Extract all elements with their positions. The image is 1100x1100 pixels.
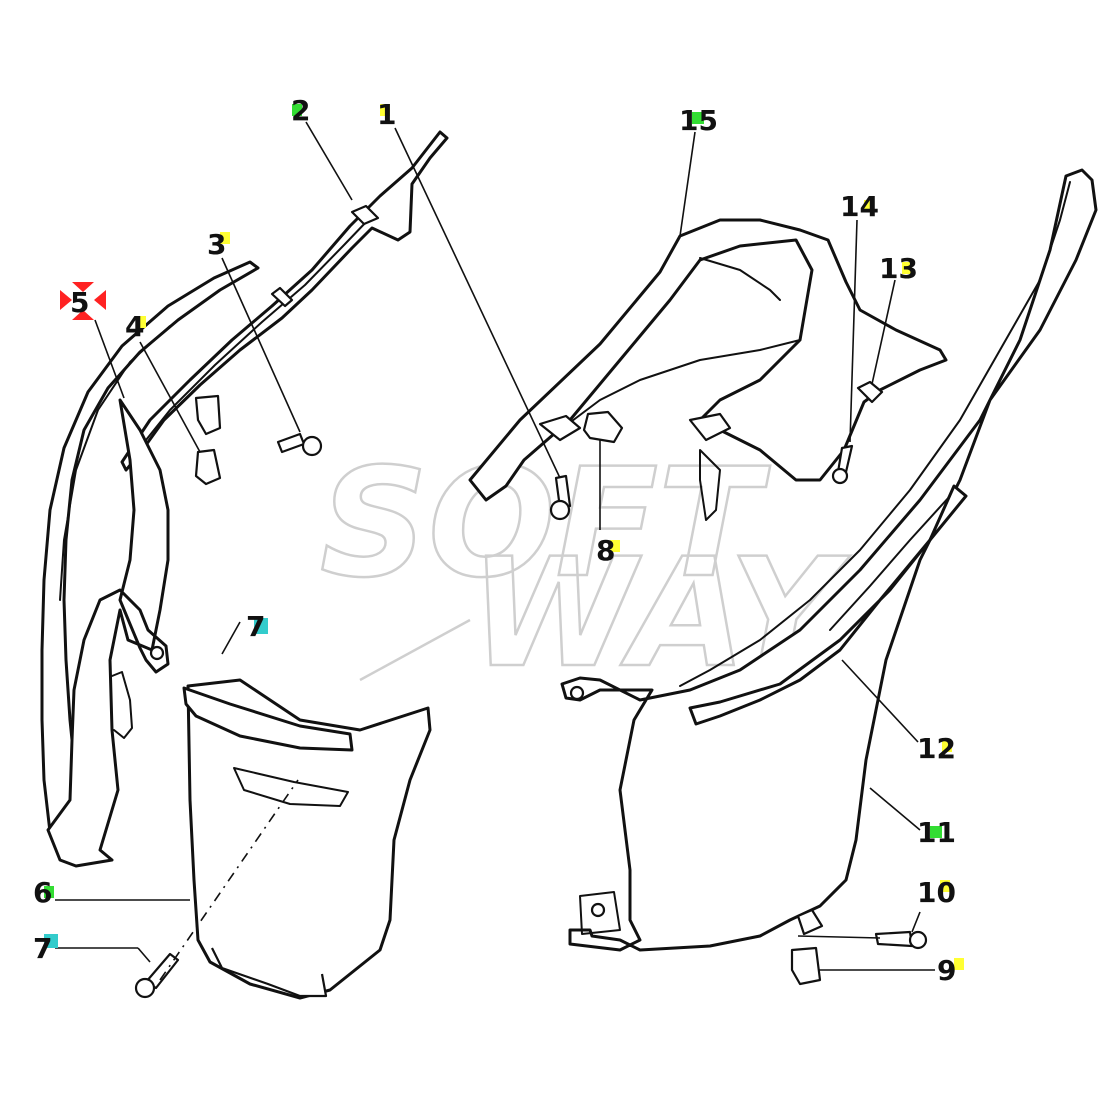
callout-8-label: 8 bbox=[596, 534, 615, 567]
callout-1-label: 1 bbox=[377, 98, 396, 131]
callout-10: 10 bbox=[917, 876, 956, 909]
callout-4-label: 4 bbox=[125, 310, 144, 343]
callout-15: 15 bbox=[679, 104, 718, 137]
part-left-screw bbox=[276, 432, 323, 457]
leader-4 bbox=[139, 341, 201, 453]
callout-6-marker bbox=[44, 886, 54, 898]
callout-9: 9 bbox=[937, 954, 964, 987]
leader-2 bbox=[305, 121, 353, 201]
leader-10-axis bbox=[797, 935, 881, 939]
callout-14: 14 bbox=[840, 190, 879, 223]
leader-13 bbox=[871, 279, 896, 385]
callout-4: 4 bbox=[125, 310, 146, 343]
leader-11 bbox=[869, 787, 921, 831]
callout-5: 5 bbox=[60, 282, 106, 320]
callout-12-label: 12 bbox=[917, 732, 956, 765]
watermark: SOFT WAY bbox=[319, 436, 852, 703]
part-rear-grab-rail bbox=[468, 218, 948, 521]
callout-3: 3 bbox=[207, 228, 230, 261]
callout-13: 13 bbox=[879, 252, 918, 285]
callout-8-marker bbox=[610, 540, 620, 552]
callout-7-upper: 7 bbox=[246, 610, 268, 643]
callout-6: 6 bbox=[33, 876, 54, 909]
callout-8: 8 bbox=[596, 534, 620, 567]
watermark-line-1: SOFT bbox=[320, 437, 771, 611]
callout-1: 1 bbox=[377, 98, 396, 131]
callout-10-label: 10 bbox=[917, 876, 956, 909]
callouts: 1 2 3 4 5 6 7 7 bbox=[33, 94, 964, 987]
callout-11-marker bbox=[930, 826, 942, 838]
part-upper-left-trim-strip bbox=[120, 130, 449, 472]
callout-13-label: 13 bbox=[879, 252, 918, 285]
callout-7-lower-marker bbox=[44, 934, 58, 948]
leader-lines bbox=[55, 121, 935, 981]
callout-2-label: 2 bbox=[291, 94, 310, 127]
part-right-trim-strip bbox=[688, 484, 968, 726]
part-center-screw bbox=[549, 474, 572, 521]
callout-9-marker bbox=[954, 958, 964, 970]
callout-13-marker bbox=[902, 262, 912, 274]
callout-3-marker bbox=[220, 232, 230, 244]
callout-2-marker bbox=[292, 104, 302, 116]
part-left-side-frame bbox=[40, 260, 260, 868]
callout-9-label: 9 bbox=[937, 954, 956, 987]
callout-14-marker bbox=[864, 200, 874, 212]
part-right-lower-screw bbox=[874, 930, 928, 950]
callout-4-marker bbox=[136, 316, 146, 328]
part-lower-screw bbox=[134, 952, 180, 999]
leader-15 bbox=[679, 131, 696, 237]
callout-3-label: 3 bbox=[207, 228, 226, 261]
watermark-swoosh bbox=[359, 618, 471, 682]
callout-5-label: 5 bbox=[70, 286, 89, 319]
part-right-upper-screw bbox=[831, 444, 854, 485]
part-right-lower-clip bbox=[790, 908, 824, 986]
callout-1-marker bbox=[380, 104, 390, 116]
part-lower-front-cover bbox=[182, 678, 432, 1000]
leader-7b-tail bbox=[137, 947, 151, 963]
callout-11-label: 11 bbox=[917, 816, 956, 849]
callout-6-label: 6 bbox=[33, 876, 52, 909]
leader-14 bbox=[849, 219, 858, 443]
callout-2: 2 bbox=[291, 94, 310, 127]
callout-15-marker bbox=[692, 112, 704, 124]
leader-7a bbox=[221, 621, 241, 655]
callout-14-label: 14 bbox=[840, 190, 879, 223]
callout-5-marker bbox=[60, 282, 106, 320]
callout-12-marker bbox=[942, 740, 952, 752]
part-center-clip bbox=[582, 410, 624, 444]
callout-12: 12 bbox=[917, 732, 956, 765]
leader-10 bbox=[911, 911, 921, 933]
leader-12 bbox=[841, 659, 919, 743]
leader-7-axis bbox=[159, 779, 299, 981]
part-left-clip-nut bbox=[194, 394, 222, 486]
callout-15-label: 15 bbox=[679, 104, 718, 137]
leader-5 bbox=[94, 319, 125, 399]
leader-3 bbox=[221, 257, 301, 433]
callout-7-lower: 7 bbox=[33, 932, 58, 965]
callout-7-upper-label: 7 bbox=[246, 610, 265, 643]
callout-10-marker bbox=[940, 880, 950, 892]
callout-7-lower-label: 7 bbox=[33, 932, 52, 965]
callout-11: 11 bbox=[917, 816, 956, 849]
callout-7-upper-marker bbox=[254, 618, 268, 634]
leader-1 bbox=[394, 127, 561, 479]
